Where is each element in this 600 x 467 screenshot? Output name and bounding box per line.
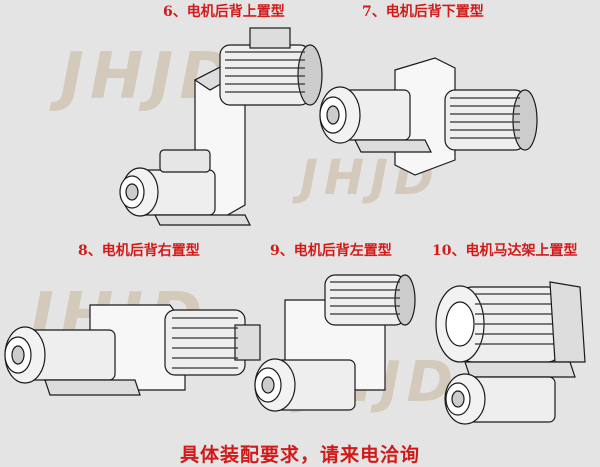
spindle-drawing-6 [119, 27, 323, 226]
spindle-drawing-8 [4, 304, 261, 396]
spindle-drawing-7 [319, 57, 538, 176]
caption-6-motor-rear-top: 6、电机后背上置型 [163, 4, 285, 20]
caption-10-motor-bracket-top: 10、电机马达架上置型 [432, 243, 578, 259]
spindle-drawing-9 [254, 274, 416, 412]
caption-7-motor-rear-bottom: 7、电机后背下置型 [362, 4, 484, 20]
caption-8-motor-rear-right: 8、电机后背右置型 [78, 243, 200, 259]
footer-contact-note: 具体装配要求，请来电洽询 [179, 444, 420, 466]
caption-9-motor-rear-left: 9、电机后背左置型 [270, 243, 392, 259]
spindle-drawing-10 [435, 281, 586, 425]
